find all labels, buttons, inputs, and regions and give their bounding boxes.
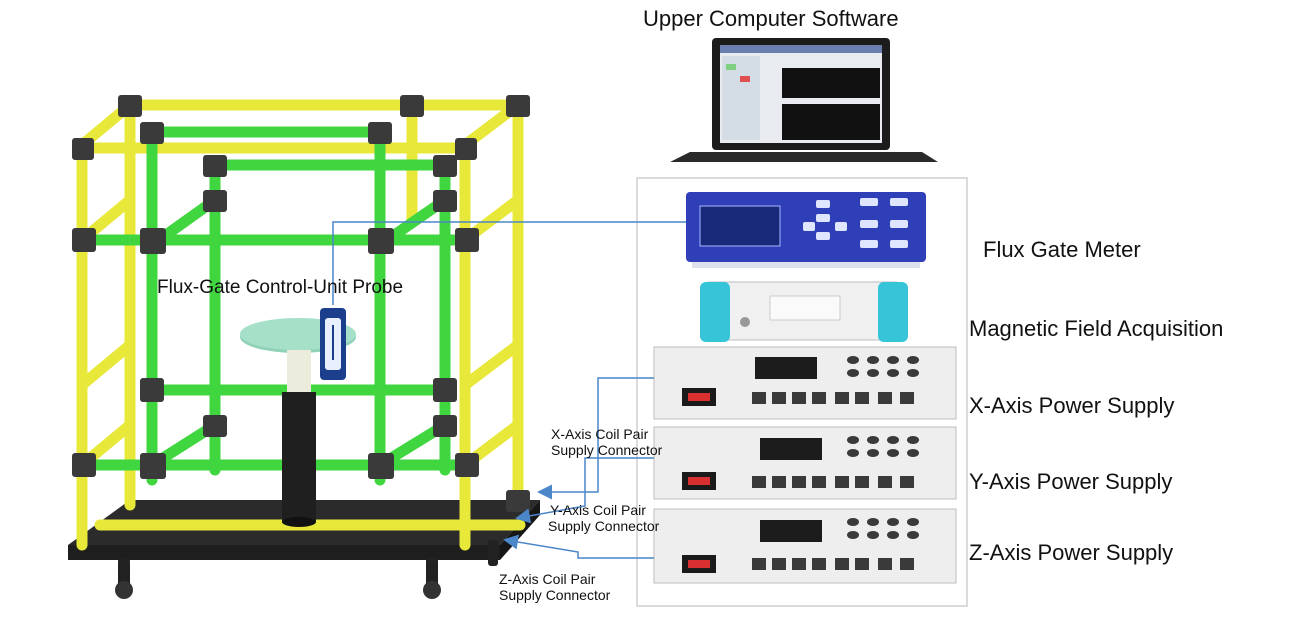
power-supply-y-icon <box>653 426 957 500</box>
z-supply-label: Z-Axis Power Supply <box>969 540 1174 565</box>
software-label: Upper Computer Software <box>643 6 899 31</box>
y-connector-line1: Y-Axis Coil Pair <box>550 502 646 518</box>
x-connector-line2: Supply Connector <box>551 442 663 458</box>
y-supply-label: Y-Axis Power Supply <box>969 469 1173 494</box>
x-connector-line1: X-Axis Coil Pair <box>551 426 649 442</box>
connector-lines <box>332 221 686 559</box>
y-connector-line2: Supply Connector <box>548 518 660 534</box>
flux-gate-meter-icon <box>686 192 926 268</box>
acquisition-label: Magnetic Field Acquisition <box>969 316 1224 341</box>
probe-label: Flux-Gate Control-Unit Probe <box>157 277 404 298</box>
flux-meter-label: Flux Gate Meter <box>983 237 1141 262</box>
power-supply-z-icon <box>653 508 957 584</box>
z-connector-line1: Z-Axis Coil Pair <box>499 571 596 587</box>
coil-frame <box>68 95 540 599</box>
equipment-rack <box>636 38 968 607</box>
laptop-icon <box>670 38 938 162</box>
acquisition-unit-icon <box>700 281 908 342</box>
x-connector-label: X-Axis Coil Pair Supply Connector <box>551 426 662 458</box>
power-supply-x-icon <box>653 346 957 420</box>
x-supply-label: X-Axis Power Supply <box>969 393 1175 418</box>
y-connector-label: Y-Axis Coil Pair Supply Connector <box>548 502 659 534</box>
z-connector-line2: Supply Connector <box>499 587 611 603</box>
z-connector-label: Z-Axis Coil Pair Supply Connector <box>499 571 610 603</box>
